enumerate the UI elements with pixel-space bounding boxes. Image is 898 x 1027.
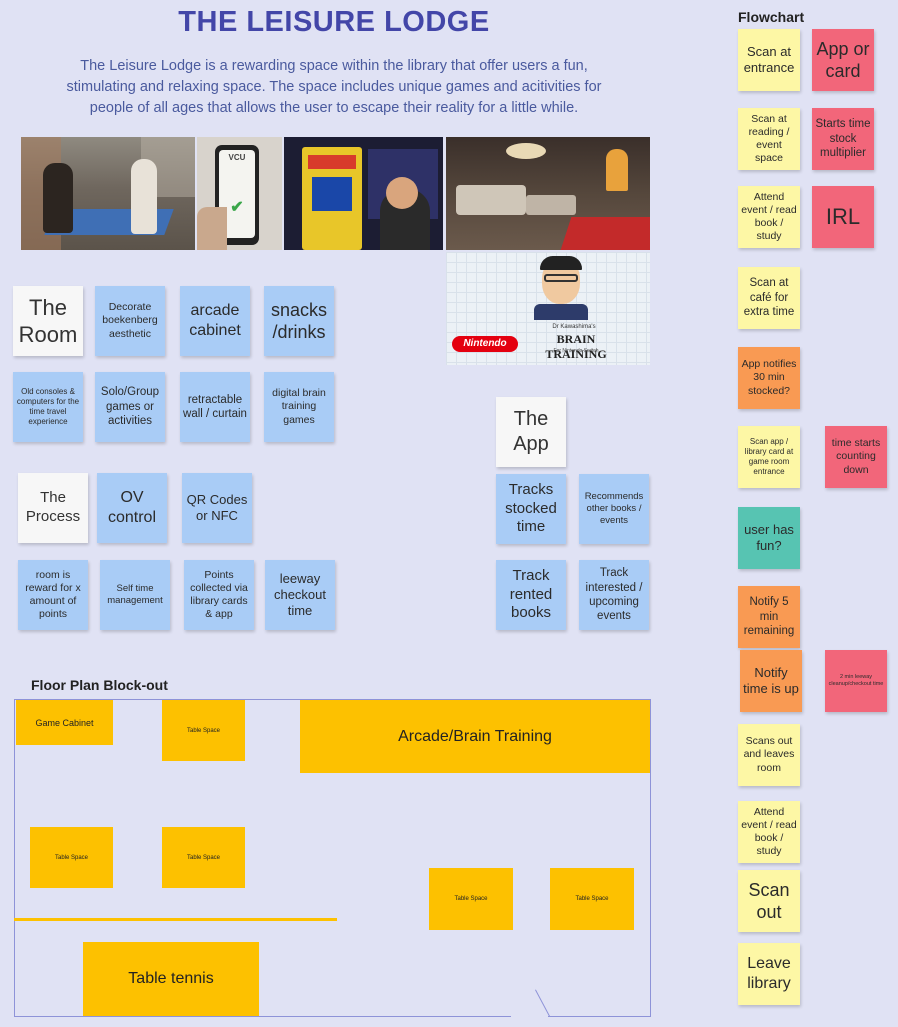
flow-scan-out[interactable]: Scan out	[738, 870, 800, 932]
floorplan-wall-top	[14, 699, 651, 700]
flow-scan-reading[interactable]: Scan at reading / event space	[738, 108, 800, 170]
flow-notify-5min[interactable]: Notify 5 min remaining	[738, 586, 800, 648]
ping-pong-photo	[21, 137, 195, 250]
flow-time-multiplier[interactable]: Starts time stock multiplier	[812, 108, 874, 170]
intro-text: The Leisure Lodge is a rewarding space w…	[66, 58, 602, 116]
note-upcoming-events[interactable]: Track interested / upcoming events	[579, 560, 649, 630]
flow-attend-event[interactable]: Attend event / read book / study	[738, 186, 800, 248]
note-arcade-cabinet[interactable]: arcade cabinet	[180, 286, 250, 356]
block-arcade-brain[interactable]: Arcade/Brain Training	[300, 700, 650, 773]
floorplan-heading: Floor Plan Block-out	[31, 677, 168, 693]
note-tracks-stocked[interactable]: Tracks stocked time	[496, 474, 566, 544]
lounge-photo	[446, 137, 650, 250]
qr-phone-photo: VCU ✔	[197, 137, 282, 250]
page-title: THE LEISURE LODGE	[178, 6, 490, 38]
note-self-time[interactable]: Self time management	[100, 560, 170, 630]
flow-scan-entrance[interactable]: Scan at entrance	[738, 29, 800, 91]
flow-app-or-card[interactable]: App or card	[812, 29, 874, 91]
brain-training-photo: Nintendo Dr Kawashima's BRAIN TRAINING F…	[446, 252, 650, 365]
floorplan-wall-bottom-right	[548, 1016, 651, 1017]
flowchart-heading: Flowchart	[738, 9, 805, 25]
flow-attend-event-2[interactable]: Attend event / read book / study	[738, 801, 800, 863]
flow-app-notifies[interactable]: App notifies 30 min stocked?	[738, 347, 800, 409]
flow-scan-game-room[interactable]: Scan app / library card at game room ent…	[738, 426, 800, 488]
block-table-space-2[interactable]: Table Space	[30, 827, 113, 888]
block-table-tennis[interactable]: Table tennis	[83, 942, 259, 1016]
block-table-space-5[interactable]: Table Space	[550, 868, 634, 930]
floorplan-wall-left	[14, 699, 15, 1017]
note-qr-codes[interactable]: QR Codes or NFC	[182, 473, 252, 543]
note-brain-games[interactable]: digital brain training games	[264, 372, 334, 442]
floorplan-wall-right	[650, 699, 651, 1017]
note-ov-control[interactable]: OV control	[97, 473, 167, 543]
flow-scan-cafe[interactable]: Scan at café for extra time	[738, 267, 800, 329]
divider-line	[14, 918, 337, 921]
flow-user-fun[interactable]: user has fun?	[738, 507, 800, 569]
app-heading: The App	[496, 397, 566, 467]
note-recommends[interactable]: Recommends other books / events	[579, 474, 649, 544]
check-icon: ✔	[230, 199, 244, 216]
note-decorate[interactable]: Decorate boekenberg aesthetic	[95, 286, 165, 356]
flow-leeway-cleanup[interactable]: 2 min leeway cleanup/checkout time	[825, 650, 887, 712]
note-snacks[interactable]: snacks /drinks	[264, 286, 334, 356]
note-solo-group[interactable]: Solo/Group games or activities	[95, 372, 165, 442]
brain-title: BRAIN TRAINING	[545, 332, 607, 361]
flow-notify-time-up[interactable]: Notify time is up	[740, 650, 802, 712]
flow-irl[interactable]: IRL	[812, 186, 874, 248]
flow-leave-library[interactable]: Leave library	[738, 943, 800, 1005]
note-rented-books[interactable]: Track rented books	[496, 560, 566, 630]
block-table-space-4[interactable]: Table Space	[429, 868, 513, 930]
nintendo-logo: Nintendo	[452, 336, 518, 352]
note-room-reward[interactable]: room is reward for x amount of points	[18, 560, 88, 630]
block-table-space-3[interactable]: Table Space	[162, 827, 245, 888]
floorplan-wall-bottom	[14, 1016, 511, 1017]
note-retractable-wall[interactable]: retractable wall / curtain	[180, 372, 250, 442]
room-heading: The Room	[13, 286, 83, 356]
arcade-photo	[284, 137, 443, 250]
block-table-space-1[interactable]: Table Space	[162, 700, 245, 761]
note-consoles[interactable]: Old consoles & computers for the time tr…	[13, 372, 83, 442]
note-points[interactable]: Points collected via library cards & app	[184, 560, 254, 630]
door-swing-line	[535, 989, 550, 1017]
vcu-label: VCU	[228, 153, 246, 162]
flow-time-counting[interactable]: time starts counting down	[825, 426, 887, 488]
note-leeway[interactable]: leeway checkout time	[265, 560, 335, 630]
brain-subtitle: Dr Kawashima's	[552, 324, 596, 330]
brain-platform: For Nintendo Switch	[553, 348, 599, 354]
flow-scans-out[interactable]: Scans out and leaves room	[738, 724, 800, 786]
block-game-cabinet[interactable]: Game Cabinet	[16, 700, 113, 745]
process-heading: The Process	[18, 473, 88, 543]
